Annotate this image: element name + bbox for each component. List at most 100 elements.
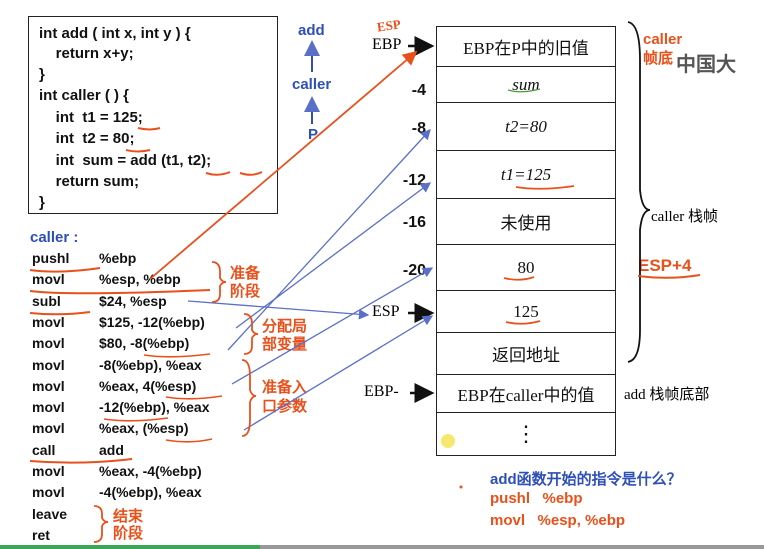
asm-op-10: movl (32, 463, 65, 479)
underline-125-cell (505, 320, 541, 325)
chain-add: add (298, 22, 325, 39)
asm-arg-6: %eax, 4(%esp) (99, 377, 197, 394)
code-line-1: int add ( int x, int y ) { (39, 25, 191, 42)
asm-arg-3: $125, -12(%ebp) (99, 313, 205, 330)
asm-op-11: movl (32, 484, 65, 501)
asm-op-9: call (32, 441, 56, 458)
watermark: 中国大 (676, 54, 736, 76)
stack-cell-8: EBP在caller中的值 (436, 374, 616, 412)
underline-ebp12b (103, 417, 169, 422)
stack-cell-text-7: 返回地址 (492, 346, 560, 365)
underline-movl (29, 289, 211, 295)
asm-arg-9: add (99, 441, 124, 458)
small-red-dot (459, 485, 463, 489)
code-line-2: return x+y; (39, 45, 134, 62)
asm-title: caller : (30, 229, 79, 246)
asm-op-1: movl (32, 271, 65, 288)
blue-arrow-subl (187, 300, 370, 320)
esp-plus-note: ESP+4 (638, 256, 692, 275)
asm-op-12: leave (32, 505, 68, 522)
stack-cell-1: sum (436, 66, 616, 102)
progress-bar (0, 545, 260, 549)
stack-cell-text-9: ⋮ (515, 421, 537, 446)
asm-op-5: movl (32, 356, 65, 373)
brace-args-label: 准备入 口参数 (262, 379, 308, 415)
stack-cell-2: t2=80 (436, 102, 616, 150)
brace-end-label: 结束 阶段 (113, 508, 144, 542)
stack-cell-text-5: 80 (517, 257, 535, 277)
add-bottom-note: add 栈帧底部 (624, 387, 710, 403)
esp-label: ESP (372, 303, 400, 320)
code-line-7: int sum = add (t1, t2); (39, 152, 212, 169)
stack-cell-text-3: t1=125 (500, 164, 552, 184)
asm-arg-2: $24, %esp (99, 292, 167, 309)
stack-cell-3: t1=125 (436, 150, 616, 198)
underline-t1 (205, 171, 231, 176)
asm-arg-8: %eax, (%esp) (99, 420, 189, 437)
asm-arg-11: -4(%ebp), %eax (99, 484, 202, 501)
stack-cell-4: 未使用 (436, 198, 616, 244)
underline-ebp4 (165, 395, 223, 400)
ebp-label: EBP (372, 36, 402, 53)
stack-cell-text-0: EBP在P中的旧值 (463, 39, 589, 58)
underline-80-cell (503, 276, 535, 281)
code-line-3: } (39, 66, 45, 83)
underline-esp-plus (637, 274, 701, 279)
underline-t1-cell (515, 185, 575, 190)
progress-track (260, 545, 764, 549)
brace-prepare-label: 准备 阶段 (230, 265, 261, 300)
question-text: add函数开始的指令是什么？ (490, 471, 682, 488)
underline-80 (125, 149, 151, 153)
underline-call (29, 458, 133, 464)
chain-p: P (308, 126, 319, 143)
stack-cell-text-6: 125 (513, 301, 539, 321)
brace-alloc-label: 分配局 部变量 (262, 318, 308, 353)
asm-op-3: movl (32, 313, 65, 330)
stack-offset-4: -16 (402, 214, 426, 231)
code-line-9: } (39, 194, 45, 211)
code-line-5: int t1 = 125; (39, 109, 143, 126)
stack-offset-1: -4 (411, 82, 426, 99)
stack-cell-5: 80 (436, 244, 616, 290)
caller-frame-brace (627, 21, 651, 363)
stack-cell-text-1: sum (512, 74, 540, 94)
brace-args (241, 359, 257, 437)
asm-op-4: movl (32, 335, 65, 352)
asm-arg-7: -12(%ebp), %eax (99, 399, 210, 416)
c-code-box: int add ( int x, int y ) { return x+y; }… (28, 16, 278, 214)
stack-cell-9: ⋮ (436, 412, 616, 456)
blue-arrow-80 (231, 267, 434, 385)
underline-125 (137, 127, 161, 131)
underline-t2 (239, 171, 263, 176)
brace-end (93, 505, 109, 543)
stack-cell-text-2: t2=80 (505, 116, 547, 136)
asm-op-13: ret (32, 526, 50, 543)
code-line-6: int t2 = 80; (39, 130, 135, 147)
asm-arg-10: %eax, -4(%ebp) (99, 463, 202, 479)
code-line-4: int caller ( ) { (39, 87, 130, 104)
underline-subl (29, 311, 91, 316)
stack-cell-0: EBP在P中的旧值 (436, 26, 616, 66)
underline-pushl (29, 267, 101, 273)
stack-cell-6: 125 (436, 290, 616, 332)
cursor-dot (441, 434, 455, 448)
asm-op-7: movl (32, 399, 65, 416)
brace-alloc (243, 313, 259, 355)
caller-frame-note: caller 栈帧 (651, 209, 719, 225)
red-arrow-ebp (149, 50, 418, 280)
asm-op-8: movl (32, 420, 65, 437)
stack-cell-7: 返回地址 (436, 332, 616, 374)
answer-line-2: movl %esp, %ebp (490, 512, 626, 529)
blue-arrow-125 (243, 315, 434, 431)
asm-op-2: subl (32, 292, 61, 309)
blue-arrow-t2 (227, 129, 431, 351)
asm-arg-5: -8(%ebp), %eax (99, 356, 202, 373)
asm-op-6: movl (32, 377, 65, 394)
asm-arg-1: %esp, %ebp (99, 271, 181, 288)
brace-prepare (211, 261, 227, 303)
chain-caller: caller (292, 76, 332, 93)
blue-arrow-t1 (235, 182, 432, 329)
stack-cell-text-4: 未使用 (500, 214, 552, 233)
asm-arg-4: $80, -8(%ebp) (99, 335, 190, 352)
